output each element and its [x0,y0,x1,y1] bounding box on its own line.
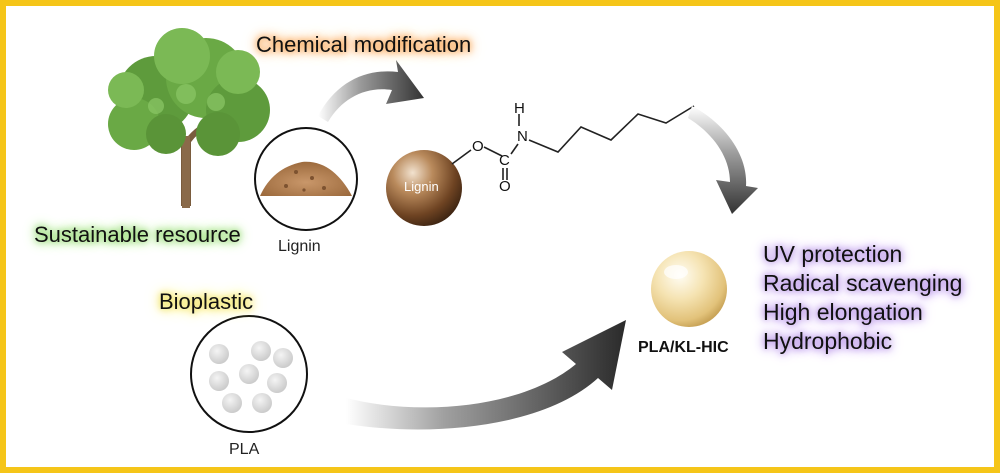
molecule-atom-h: H [514,100,525,117]
lignin-powder-icon [254,127,358,231]
pla-label: PLA [229,441,260,458]
molecule-atom-o-double: O [499,178,511,195]
molecule-atom-n: N [517,128,528,145]
pla-pellets-icon [190,315,308,433]
curved-arrow-icon [318,60,424,122]
composite-label: PLA/KL-HIC [638,339,729,356]
molecule-atom-o-link: O [472,138,484,155]
chemical-modification-label: Chemical modification [256,32,472,57]
bioplastic-label: Bioplastic [159,289,254,314]
lignin-sphere-icon [386,150,462,226]
lignin-powder-label: Lignin [278,238,321,255]
molecule-structure [451,105,695,180]
properties-list: UV protection Radical scavenging High el… [763,240,962,356]
property-item: UV protection [763,241,903,267]
lignin-sphere-label: Lignin [404,179,439,194]
property-item: Radical scavenging [763,270,963,296]
composite-sphere-icon [651,251,727,327]
diagram-graphics [108,28,758,433]
property-item: Hydrophobic [763,328,893,354]
molecule-atom-c: C [499,152,510,169]
property-item: High elongation [763,299,923,325]
curved-arrow-icon [688,106,758,214]
tree-icon [108,28,270,208]
curved-arrow-icon [346,320,626,430]
sustainable-resource-label: Sustainable resource [34,222,241,247]
